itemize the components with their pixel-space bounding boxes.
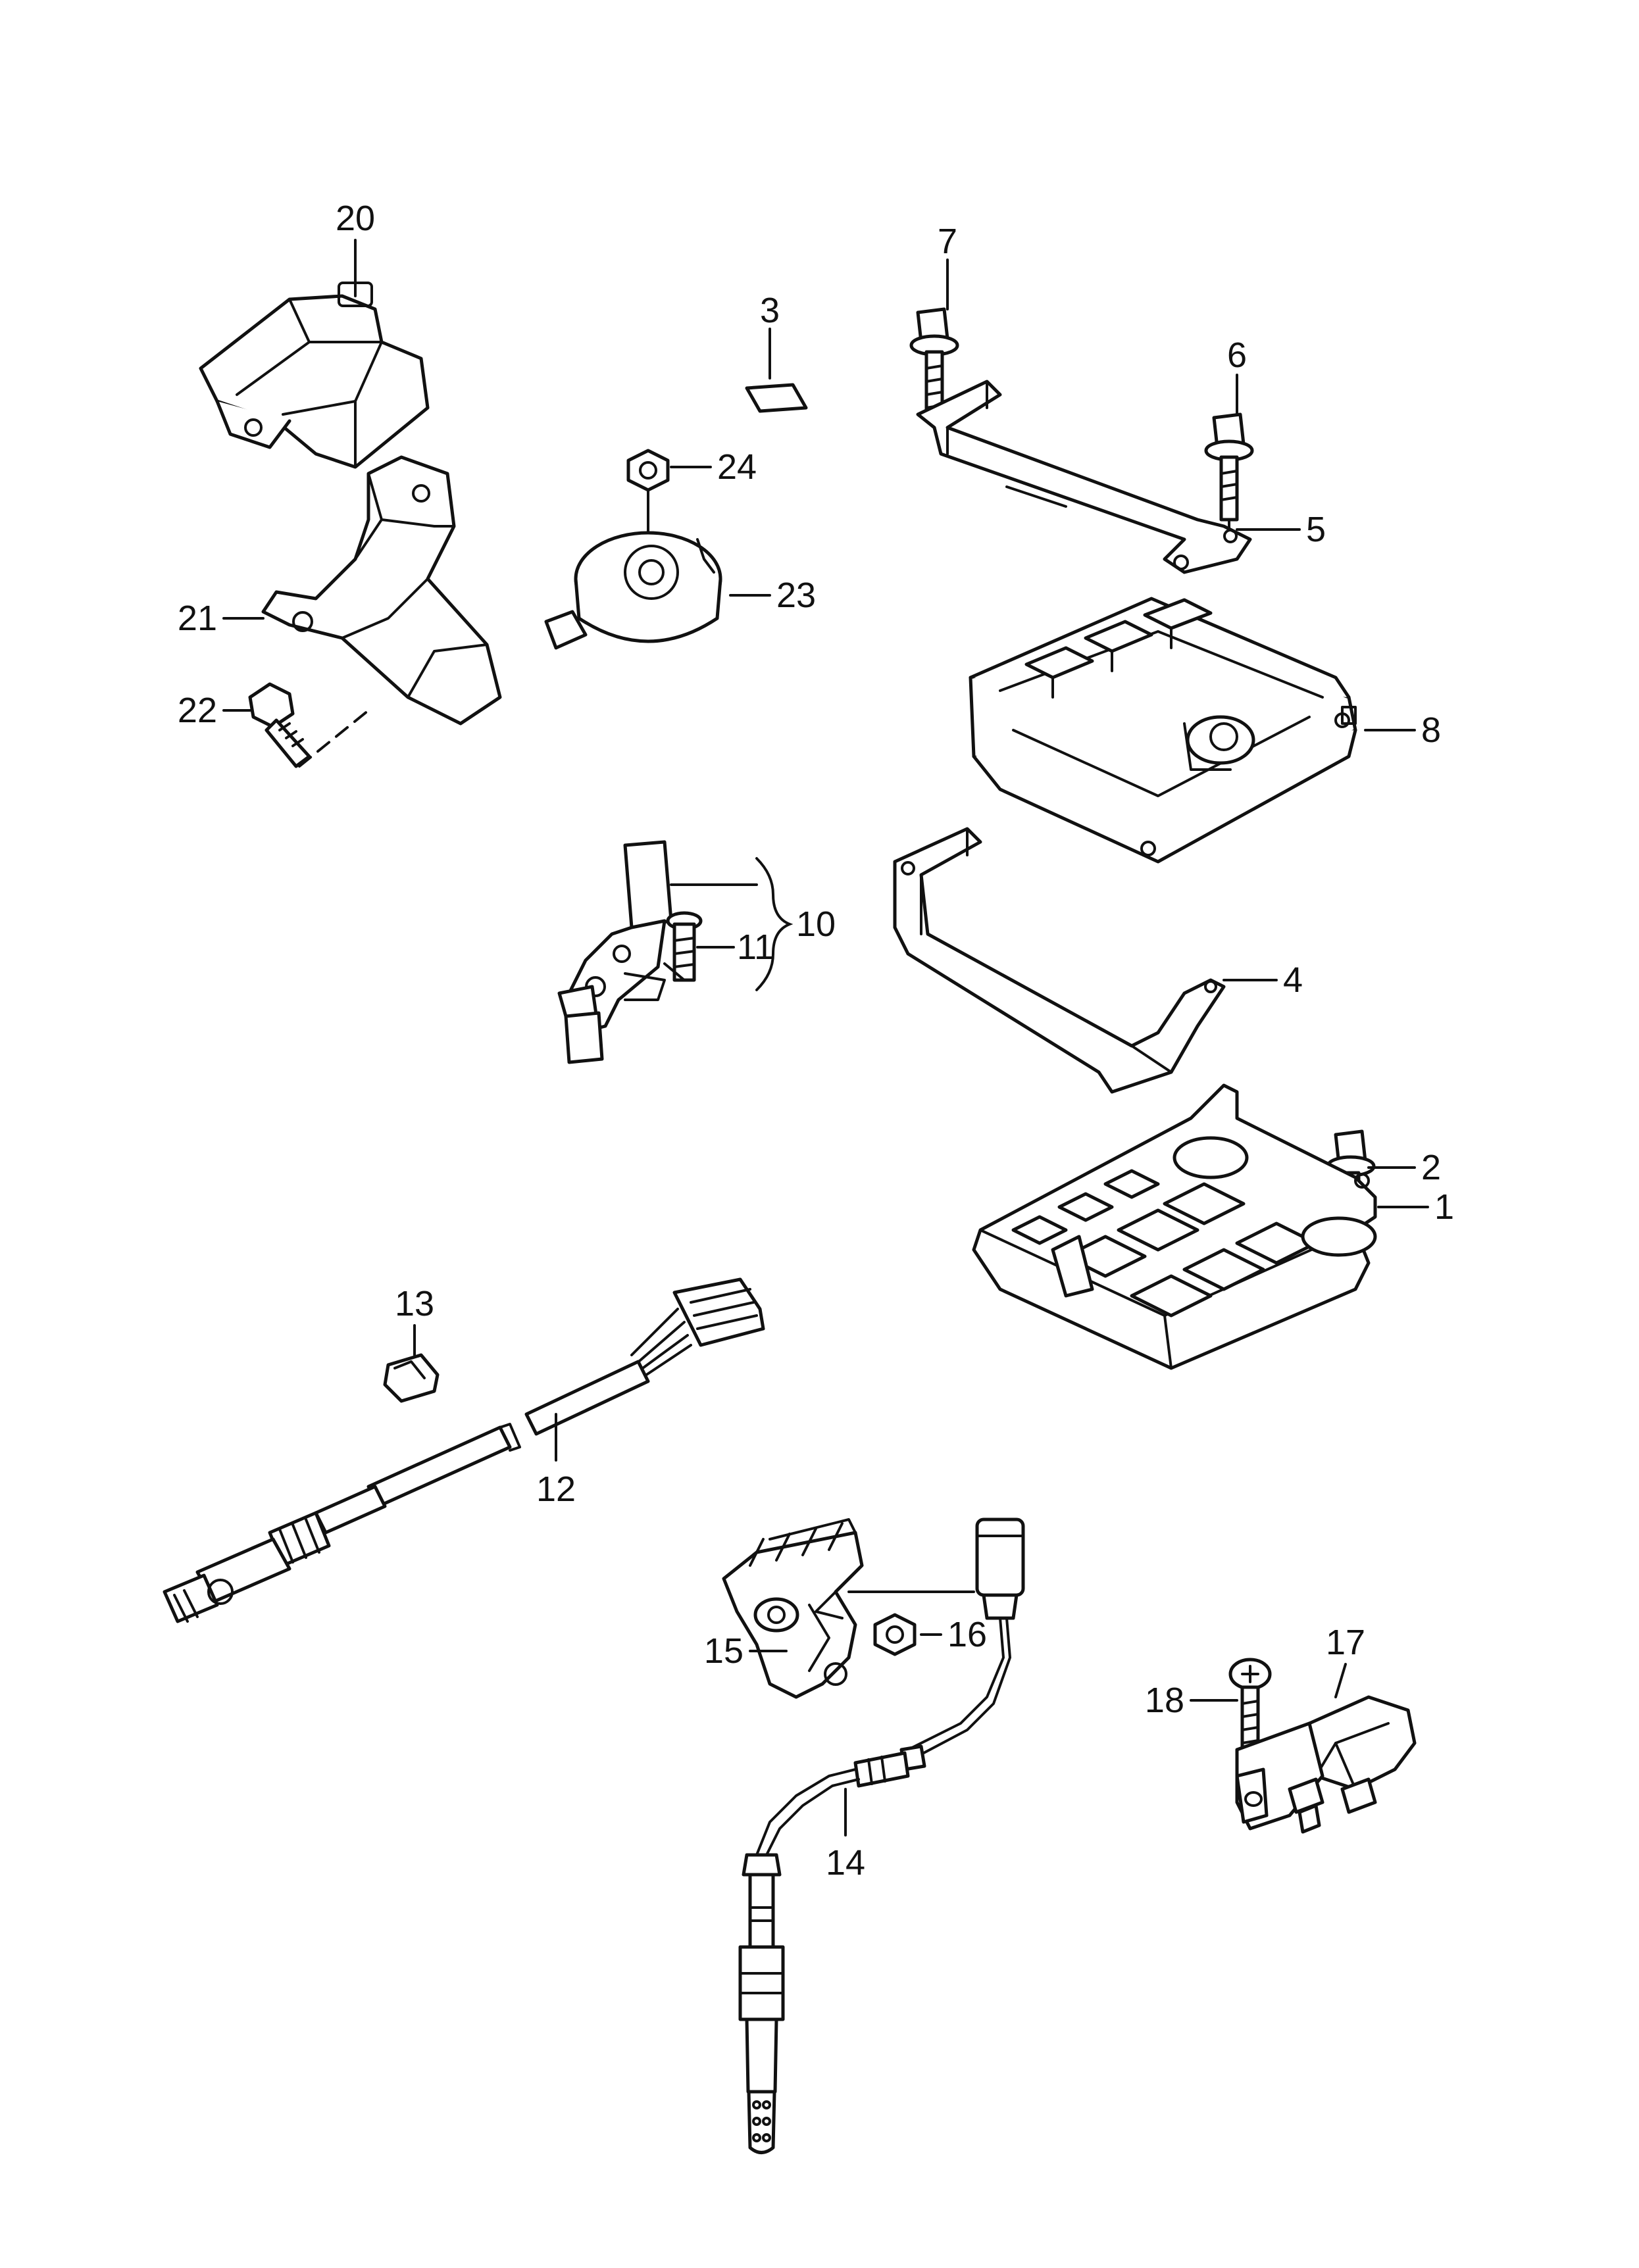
- callout-10: 10: [796, 904, 836, 944]
- part-12-lambda-sensor: [163, 1277, 765, 1623]
- callout-2: 2: [1421, 1148, 1441, 1187]
- callout-7: 7: [938, 222, 957, 261]
- part-10-sensor: [557, 840, 673, 1064]
- callout-17: 17: [1326, 1623, 1365, 1662]
- callout-14: 14: [826, 1843, 865, 1883]
- part-16-nut: [873, 1613, 917, 1656]
- callout-22: 22: [178, 691, 217, 730]
- part-11-screw: [666, 911, 703, 982]
- callout-4: 4: [1283, 960, 1303, 1000]
- callout-3: 3: [760, 291, 780, 330]
- part-3-pad: [745, 383, 808, 413]
- callout-8: 8: [1421, 710, 1441, 750]
- part-23-actuator: [544, 531, 722, 650]
- callout-24: 24: [717, 447, 757, 487]
- callout-12: 12: [536, 1469, 576, 1509]
- part-15-bracket: [722, 1518, 864, 1699]
- callout-16: 16: [947, 1615, 987, 1654]
- part-21-bracket: [261, 455, 502, 726]
- part-5-bracket: [916, 380, 1252, 574]
- callout-20: 20: [336, 199, 375, 238]
- callout-11: 11: [737, 927, 774, 967]
- leader-lines: [222, 239, 1429, 1837]
- part-17-pressure-sensor: [1235, 1695, 1417, 1834]
- callout-5: 5: [1306, 510, 1326, 549]
- part-22-screw: [248, 682, 370, 768]
- callout-13: 13: [395, 1284, 434, 1323]
- part-13-clip: [383, 1353, 440, 1403]
- callout-23: 23: [776, 576, 816, 615]
- callout-6: 6: [1227, 335, 1247, 375]
- callout-labels: 20 3 7 6 24 5 23 21 22 8 10 11 4 2 1 13 …: [178, 199, 1454, 1883]
- part-4-bracket: [893, 827, 1226, 1094]
- part-8-ecu: [969, 597, 1357, 864]
- callout-21: 21: [178, 599, 217, 638]
- part-1-tray: [972, 1083, 1377, 1370]
- callout-18: 18: [1145, 1681, 1184, 1720]
- part-20-control-module: [199, 282, 430, 469]
- callout-1: 1: [1434, 1187, 1454, 1227]
- callout-15: 15: [704, 1631, 744, 1671]
- part-14-egt-sensor: [738, 1517, 1025, 2154]
